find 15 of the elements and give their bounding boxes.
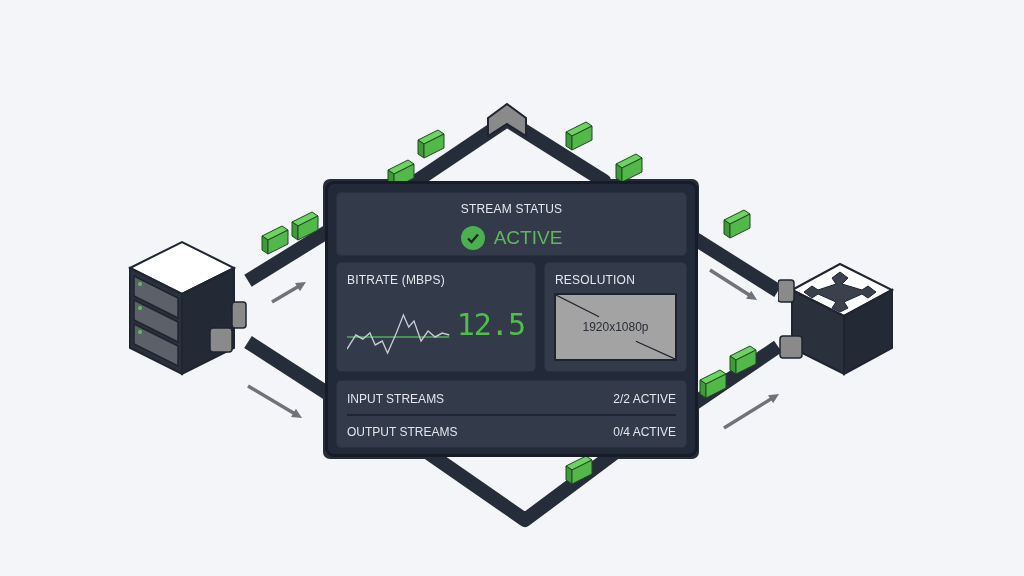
resolution-value: 1920x1080p	[582, 320, 649, 334]
card-heading: BITRATE (MBPS)	[347, 273, 445, 287]
card-heading: STREAM STATUS	[459, 202, 564, 216]
streams-card	[336, 380, 687, 448]
stream-label: INPUT STREAMS	[347, 392, 445, 406]
stream-label: OUTPUT STREAMS	[347, 425, 458, 439]
stream-count: 2/2 ACTIVE	[613, 392, 676, 406]
bitrate-value: 12.5	[456, 307, 525, 342]
status-text: ACTIVE	[493, 227, 563, 249]
status-card	[336, 192, 687, 256]
card-heading: RESOLUTION	[555, 273, 635, 287]
resolution-card	[544, 262, 687, 372]
bitrate-card	[336, 262, 536, 372]
dashboard-panel	[325, 181, 698, 457]
stream-count: 0/4 ACTIVE	[613, 425, 676, 439]
